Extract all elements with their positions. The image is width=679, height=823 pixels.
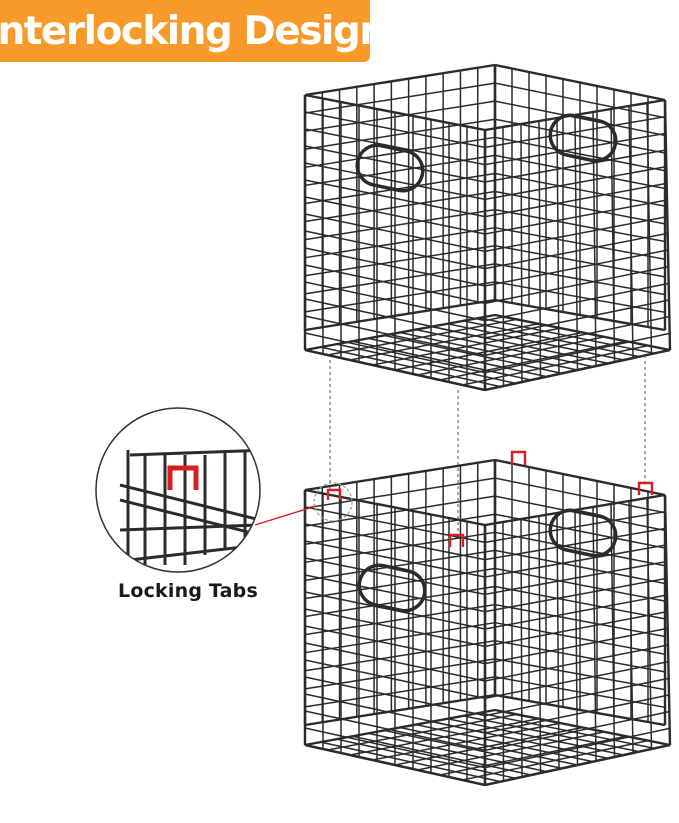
title-text: Interlocking Design <box>0 8 387 54</box>
tab-highlight-circle <box>313 482 353 522</box>
locking-tabs <box>326 450 654 547</box>
callout-connector <box>254 505 317 526</box>
wire-basket-bottom <box>303 458 672 787</box>
locking-tab-zoom <box>95 407 261 573</box>
title-badge: Interlocking Design <box>0 0 387 62</box>
locking-tabs-label: Locking Tabs <box>118 580 258 602</box>
alignment-guides <box>329 355 646 540</box>
wire-basket-top <box>303 63 672 392</box>
